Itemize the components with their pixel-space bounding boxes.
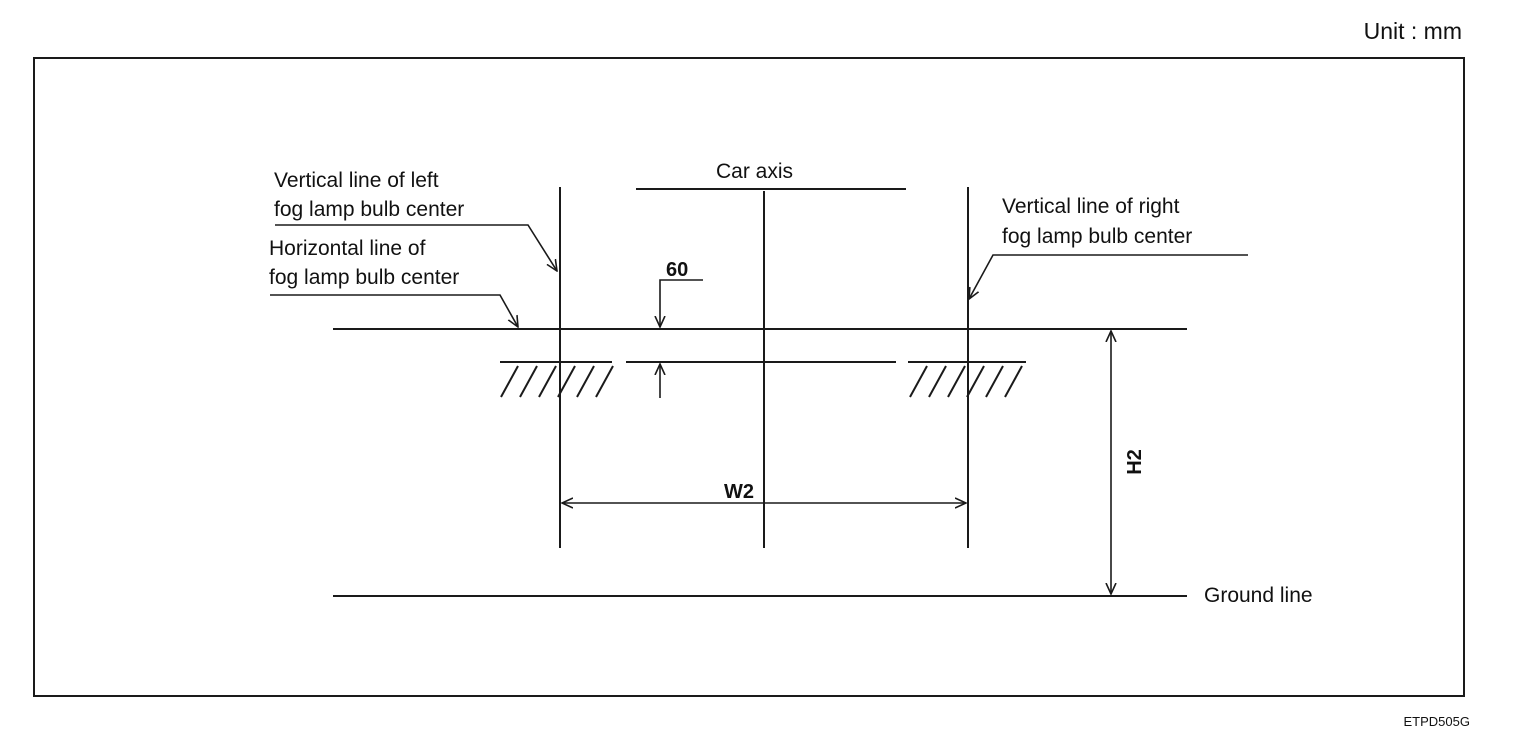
right-vertical-label: Vertical line of right <box>1002 195 1180 218</box>
unit-label: Unit : mm <box>1363 18 1462 44</box>
offset-value-label: 60 <box>666 259 688 281</box>
right-vertical-leader <box>969 254 1248 299</box>
offset-dimension-arrow-top <box>660 279 703 327</box>
diagram-frame <box>33 57 1465 697</box>
left-vertical-label: fog lamp bulb center <box>274 198 464 221</box>
height-dimension-label: H2 <box>1124 449 1146 475</box>
figure-code: ETPD505G <box>1403 714 1470 729</box>
ground-line-label: Ground line <box>1204 584 1313 607</box>
left-vertical-leader <box>275 224 557 271</box>
car-axis-label: Car axis <box>716 160 793 183</box>
left-hatching <box>500 365 614 398</box>
horizontal-line-label: fog lamp bulb center <box>269 266 459 289</box>
left-vertical-label: Vertical line of left <box>274 169 439 192</box>
right-vertical-label: fog lamp bulb center <box>1002 225 1192 248</box>
horizontal-line-leader <box>270 294 518 327</box>
width-dimension-label: W2 <box>724 481 754 503</box>
horizontal-line-label: Horizontal line of <box>269 237 426 260</box>
right-hatching <box>909 365 1023 398</box>
